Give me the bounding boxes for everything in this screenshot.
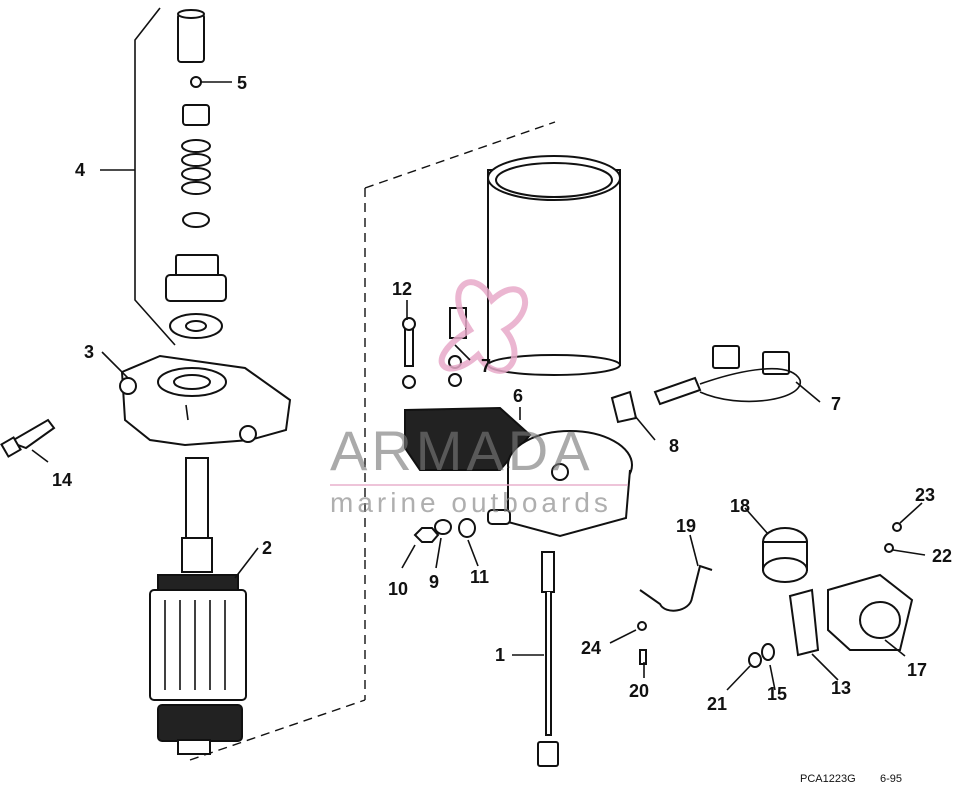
callout-8: 8	[669, 436, 679, 456]
callout-5: 5	[237, 73, 247, 93]
callout-9: 9	[429, 572, 439, 592]
callout-7-right: 7	[831, 394, 841, 414]
solenoid-group	[748, 522, 914, 668]
watermark-brand: ARMADA	[330, 419, 594, 482]
watermark-logo: ARMADA marine outboards	[330, 279, 628, 518]
callout-23: 23	[915, 485, 935, 505]
armature	[149, 457, 247, 755]
callout-10: 10	[388, 579, 408, 599]
callout-4: 4	[75, 160, 85, 180]
lead-wire	[653, 345, 801, 406]
callout-3: 3	[84, 342, 94, 362]
nut-washers	[413, 518, 476, 543]
figure-date: 6-95	[880, 773, 902, 785]
callout-14: 14	[52, 470, 72, 490]
drive-assembly	[165, 9, 227, 339]
callout-22: 22	[932, 546, 952, 566]
callout-11: 11	[470, 567, 489, 587]
callout-1: 1	[495, 645, 505, 665]
callout-15: 15	[767, 684, 787, 704]
callout-2: 2	[262, 538, 272, 558]
callout-7-left: 7	[481, 356, 491, 376]
long-bolt	[537, 551, 559, 767]
callout-19: 19	[676, 516, 696, 536]
callout-17: 17	[907, 660, 927, 680]
callout-labels: 5 4 3 14 2 12 7 6 7 8 10 9 11 1 19 18 23…	[52, 73, 952, 714]
callout-18: 18	[730, 496, 750, 516]
figure-footer: PCA1223G 6-95	[800, 773, 902, 785]
through-bolt	[0, 418, 56, 458]
field-frame-cylinder	[487, 155, 621, 376]
callout-24: 24	[581, 638, 601, 658]
mounting-bracket	[637, 564, 713, 665]
figure-code: PCA1223G	[800, 773, 856, 785]
callout-6: 6	[513, 386, 523, 406]
end-frame	[119, 354, 292, 447]
watermark-tagline: marine outboards	[330, 487, 612, 518]
callout-21: 21	[707, 694, 727, 714]
terminal	[610, 390, 638, 424]
callout-12: 12	[392, 279, 412, 299]
propeller-icon	[438, 279, 529, 374]
callout-20: 20	[629, 681, 649, 701]
callout-13: 13	[831, 678, 851, 698]
leader-lines	[31, 81, 926, 691]
